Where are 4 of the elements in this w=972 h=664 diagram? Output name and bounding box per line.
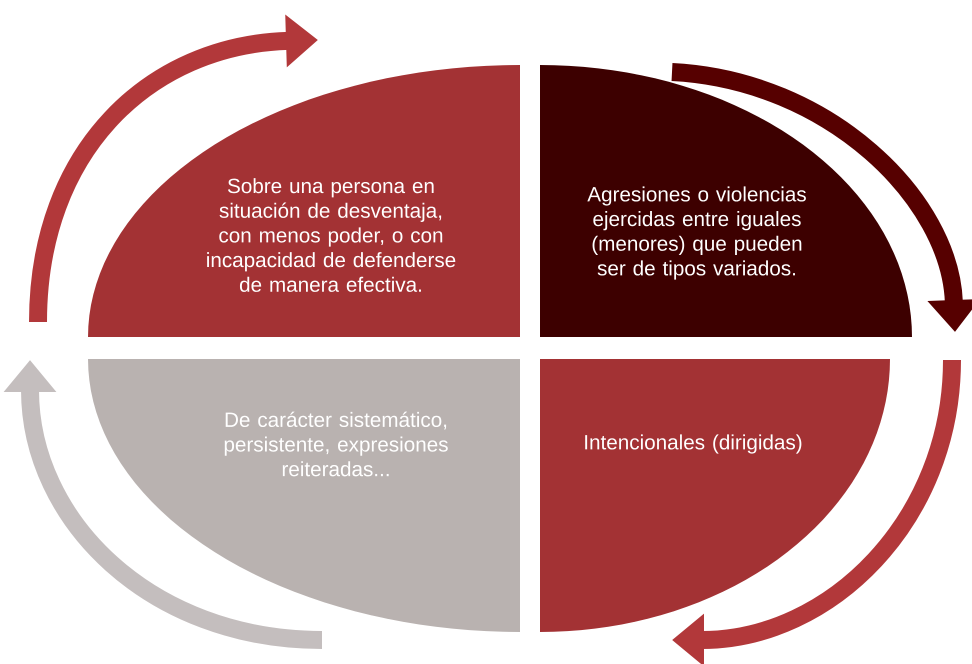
- quadrant-box: Agresiones o violencias ejercidas entre iguales (menores) que pueden ser de tipos variados.: [540, 65, 912, 337]
- quadrant-box: Intencionales (dirigidas): [540, 359, 890, 632]
- quadrant-box: De carácter sistemático, persistente, expresiones reiteradas...: [88, 359, 520, 632]
- quadrant-box: Sobre una persona en situación de desventaja, con menos poder, o con incapacidad de defenderse de manera efectiva.: [88, 65, 520, 337]
